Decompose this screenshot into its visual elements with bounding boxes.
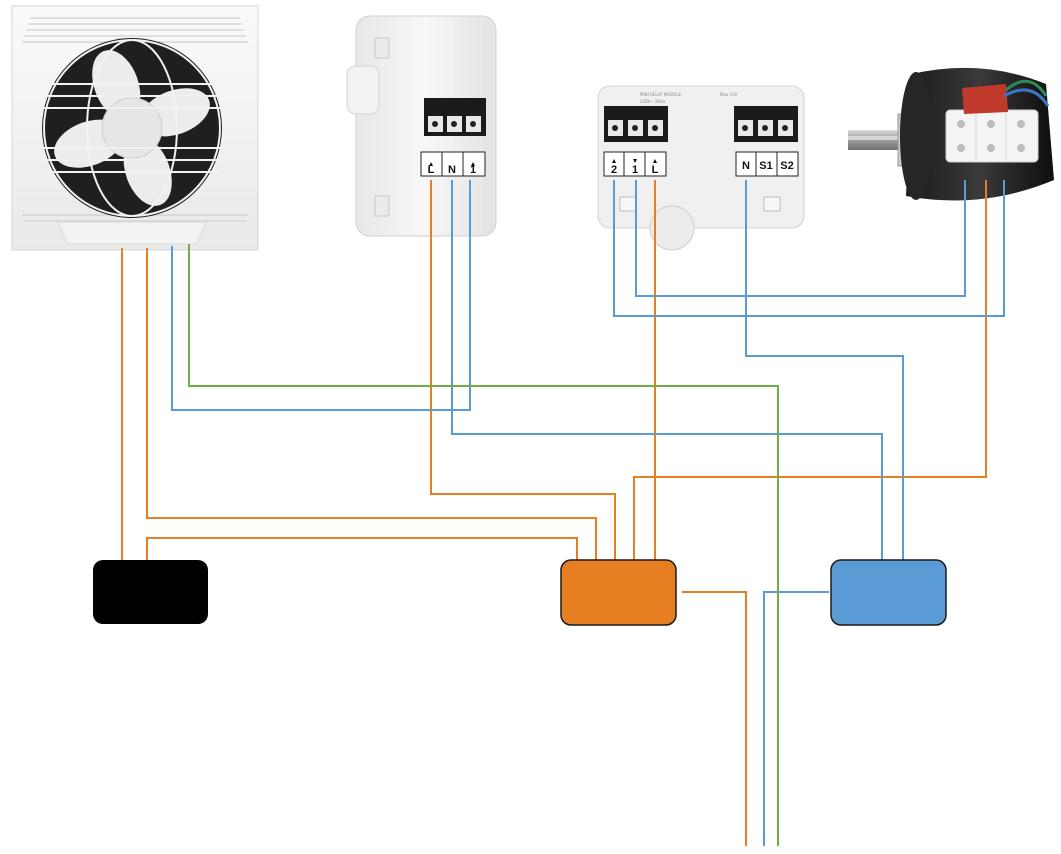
svg-text:MINI RELAY MODULE: MINI RELAY MODULE bbox=[640, 92, 682, 97]
wire-supply-live bbox=[682, 591, 747, 846]
wire-black-to-live-junction bbox=[146, 537, 578, 560]
fan-guard-wires bbox=[42, 39, 222, 217]
relay-slot-left bbox=[619, 196, 637, 212]
relay-label-n: N bbox=[742, 160, 750, 172]
exhaust-fan bbox=[11, 5, 259, 251]
wire-fan-earth bbox=[188, 244, 779, 846]
live-junction-box bbox=[560, 559, 677, 626]
svg-text:Max 10A: Max 10A bbox=[720, 92, 738, 97]
relay-label-1: 1 bbox=[632, 164, 638, 176]
relay-label-s1: S1 bbox=[759, 160, 772, 172]
motor-terminal-strip bbox=[945, 109, 1039, 163]
fan-bottom-lip bbox=[57, 221, 207, 245]
switch-clip bbox=[346, 65, 380, 115]
relay-left-labels: 2 1 L bbox=[603, 151, 667, 177]
wire-fan-to-switch-1 bbox=[171, 180, 471, 411]
relay-left-terminal-block bbox=[604, 106, 668, 142]
wire-switch-n bbox=[451, 180, 883, 560]
relay-knob bbox=[649, 205, 695, 251]
earth-wires bbox=[188, 244, 779, 846]
relay-right-terminal-block bbox=[734, 106, 798, 142]
switch-label-1: 1 bbox=[470, 164, 476, 176]
motor-capacitor bbox=[962, 84, 1008, 114]
wire-relay-1-motor bbox=[635, 180, 966, 297]
relay-right-labels: N S1 S2 bbox=[735, 151, 799, 177]
switch-label-n: N bbox=[448, 164, 456, 176]
relay-slot-right bbox=[763, 196, 781, 212]
svg-text:230V~ 50Hz: 230V~ 50Hz bbox=[640, 99, 665, 104]
neutral-wires bbox=[171, 180, 1005, 846]
relay-label-2: 2 bbox=[611, 164, 617, 176]
wire-relay-2-motor bbox=[613, 180, 1005, 317]
wire-supply-neutral bbox=[763, 591, 829, 846]
relay-label-l: L bbox=[652, 164, 659, 176]
relay-fine-print: MINI RELAY MODULE 230V~ 50Hz Max 10A bbox=[640, 92, 738, 104]
relay-label-s2: S2 bbox=[780, 160, 793, 172]
wire-motor-to-live-junction bbox=[633, 180, 987, 560]
switch-tab-top bbox=[374, 37, 390, 59]
relay-module: MINI RELAY MODULE 230V~ 50Hz Max 10A bbox=[597, 85, 805, 251]
wire-switch-l bbox=[430, 180, 616, 560]
switch-label-l: L bbox=[428, 164, 435, 176]
black-junction-box bbox=[93, 560, 208, 624]
neutral-junction-box bbox=[830, 559, 947, 626]
switch-box: L N 1 bbox=[346, 15, 497, 237]
wire-relay-n bbox=[745, 180, 904, 560]
fan-hub bbox=[101, 97, 163, 159]
ac-motor bbox=[848, 67, 1054, 201]
live-wires bbox=[121, 180, 987, 846]
wire-fan-to-live-junction bbox=[146, 248, 597, 560]
switch-terminal-block bbox=[424, 98, 486, 136]
switch-terminal-labels: L N 1 bbox=[420, 151, 486, 177]
switch-tab-bottom bbox=[374, 195, 390, 217]
